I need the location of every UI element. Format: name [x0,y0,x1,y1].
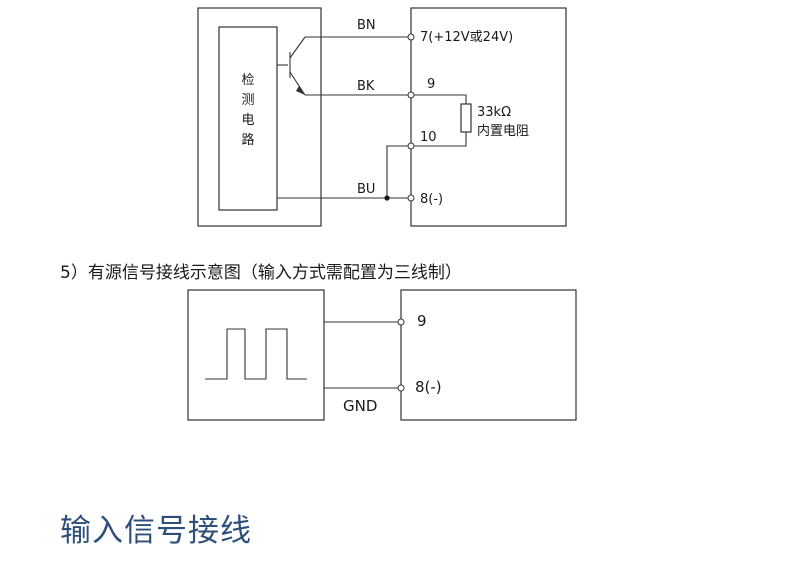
device-box-2 [400,289,577,421]
terminal-8-b [397,384,405,392]
terminal-7-label: 7(+12V或24V) [420,30,513,45]
signal-source-box [187,289,325,421]
terminal-9-b [397,318,405,326]
terminal-9-label: 9 [427,77,435,92]
junction-dot [384,195,390,201]
terminal-7 [407,33,415,41]
terminal-8-label-b: 8(-) [415,378,442,396]
terminal-9-label-b: 9 [417,312,427,330]
detector-char-3: 电 [241,113,254,128]
terminal-8 [407,194,415,202]
jumper-wire [386,145,411,198]
resistor-value: 33kΩ [477,105,511,120]
section-caption: 5）有源信号接线示意图（输入方式需配置为三线制） [60,263,462,283]
terminal-9 [407,91,415,99]
npn-transistor-symbol [277,36,306,96]
bu-label: BU [357,182,375,197]
sensor-outer-box [197,7,322,227]
sensor-wiring-diagram: 检 测 电 路 BN BK BU 33kΩ 内置电阻 7(+12V或24V) 9… [197,7,567,227]
terminal-10-label: 10 [420,130,437,145]
section-heading: 输入信号接线 [60,513,252,549]
bn-label: BN [357,18,376,33]
pulse-waveform [205,328,307,380]
terminal-8-label: 8(-) [420,192,443,207]
active-signal-diagram: 9 8(-) GND [187,289,577,421]
resistor-desc: 内置电阻 [477,123,529,139]
detector-char-1: 检 [241,73,254,88]
detector-char-4: 路 [241,132,254,148]
resistor-wire [411,94,467,104]
device-box [410,7,567,227]
detector-char-2: 测 [241,93,254,108]
resistor-symbol [460,103,472,133]
detector-circuit-box [218,26,278,211]
gnd-label: GND [343,397,377,415]
terminal-10 [407,142,415,150]
bk-label: BK [357,79,375,94]
